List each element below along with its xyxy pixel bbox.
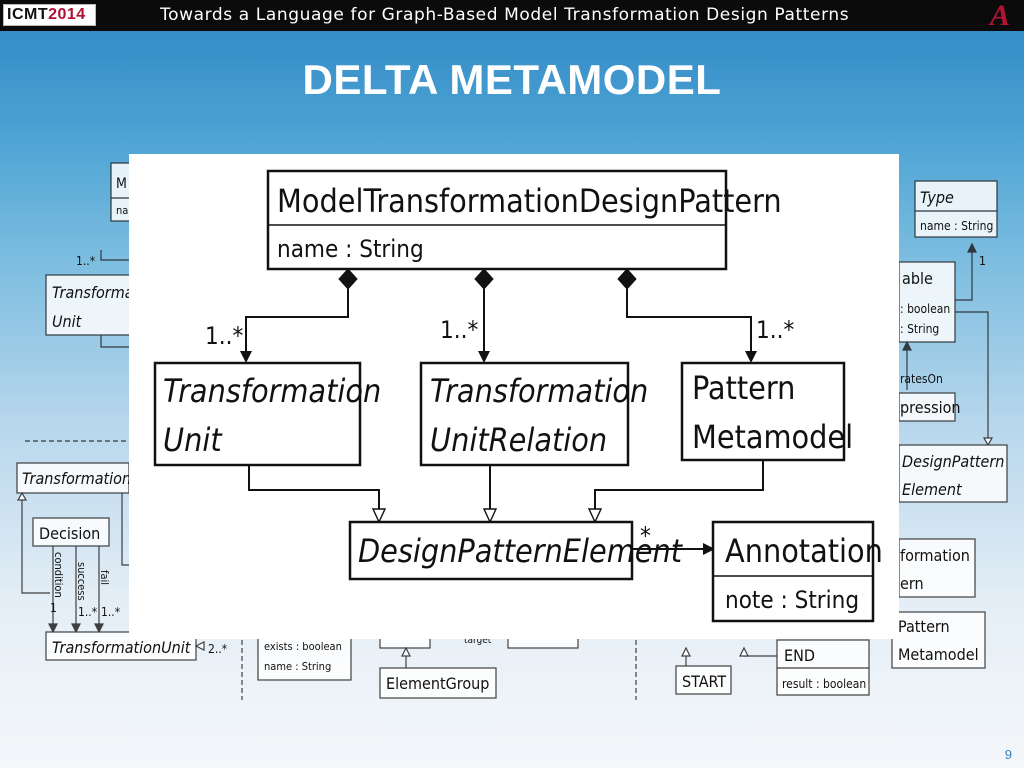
bg-label: END: [784, 646, 815, 665]
class-box-pattern-metamodel: [680, 361, 846, 462]
logo-text: ICMT: [7, 6, 49, 23]
background-metamodel: M na 1..* Transforma Unit Transformation…: [16, 162, 1008, 700]
bg-label: : boolean: [900, 302, 950, 316]
page-number: 9: [1004, 747, 1012, 762]
conference-logo: ICMT2014: [3, 4, 96, 26]
multiplicity-label: 1..*: [756, 316, 794, 344]
bg-label: M: [116, 176, 127, 192]
bg-label: result : boolean: [782, 677, 866, 691]
bg-label: Metamodel: [898, 645, 979, 664]
bg-label: pression: [900, 398, 961, 417]
class-box-design-pattern-element: [348, 520, 634, 581]
logo-year: 2014: [48, 6, 86, 23]
bg-label: name : String: [920, 219, 993, 233]
tu-class-name-line1: Transformation: [163, 372, 381, 410]
bg-label: 1..*: [78, 605, 98, 619]
bg-label: exists : boolean: [264, 640, 342, 653]
bg-label: ratesOn: [900, 372, 943, 386]
bg-label: DesignPattern: [902, 452, 1004, 471]
bg-label: 1..*: [101, 605, 121, 619]
bg-label: 1..*: [76, 254, 96, 268]
presentation-title: Towards a Language for Graph-Based Model…: [160, 5, 850, 25]
bg-label: Decision: [39, 524, 100, 543]
pm-class-name-line2: Metamodel: [692, 418, 853, 456]
bg-label: 1: [50, 601, 57, 615]
bg-label: 1: [979, 254, 986, 268]
slide-title: DELTA METAMODEL: [302, 56, 722, 103]
bg-label: condition: [52, 552, 65, 598]
bg-label: ElementGroup: [386, 674, 489, 693]
bg-label: START: [682, 672, 726, 691]
bg-label: Type: [920, 188, 954, 207]
bg-label: success: [75, 562, 88, 601]
composition-diamond-icon: [474, 268, 494, 290]
tu-class-name-line2: Unit: [163, 421, 223, 459]
bg-label: Element: [902, 480, 963, 499]
tur-class-name-line2: UnitRelation: [430, 421, 607, 459]
bg-label: Transforma: [52, 283, 134, 302]
class-box-transformation-unit-relation: [419, 361, 630, 467]
bg-label: Pattern: [898, 617, 950, 636]
dpe-class-name: DesignPatternElement: [358, 532, 684, 570]
annotation-attribute: note : String: [725, 586, 859, 614]
bg-label: name : String: [264, 660, 331, 673]
bg-label: : String: [900, 322, 939, 336]
tur-class-name-line1: Transformation: [430, 372, 648, 410]
composition-diamond-icon: [617, 268, 637, 290]
composition-diamond-icon: [338, 268, 358, 290]
bg-label: TransformationUnit: [52, 638, 192, 657]
delta-metamodel-diagram: ModelTransformationDesignPattern name : …: [129, 154, 899, 639]
university-crest-icon: A: [989, 0, 1010, 32]
class-box-mtdp: [266, 169, 728, 271]
mtdp-attribute: name : String: [277, 235, 424, 263]
multiplicity-label: 1..*: [205, 322, 243, 350]
header-bar: ICMT2014 Towards a Language for Graph-Ba…: [0, 0, 1024, 31]
bg-label: Unit: [52, 312, 83, 331]
multiplicity-label: *: [640, 522, 651, 550]
bg-label: fail: [98, 570, 111, 585]
multiplicity-label: 1..*: [440, 316, 478, 344]
bg-label: formation: [900, 546, 970, 565]
pm-class-name-line1: Pattern: [692, 369, 795, 407]
bg-label: target: [464, 635, 492, 646]
mtdp-class-name: ModelTransformationDesignPattern: [277, 182, 782, 220]
bg-label: able: [902, 269, 933, 288]
class-box-annotation: [711, 520, 875, 623]
bg-label: ern: [900, 574, 924, 593]
annotation-class-name: Annotation: [725, 532, 883, 570]
bg-label: Transformation: [22, 469, 131, 488]
bg-label: 2..*: [208, 642, 228, 656]
bg-label: na: [116, 204, 128, 217]
class-box-transformation-unit: [153, 361, 362, 467]
